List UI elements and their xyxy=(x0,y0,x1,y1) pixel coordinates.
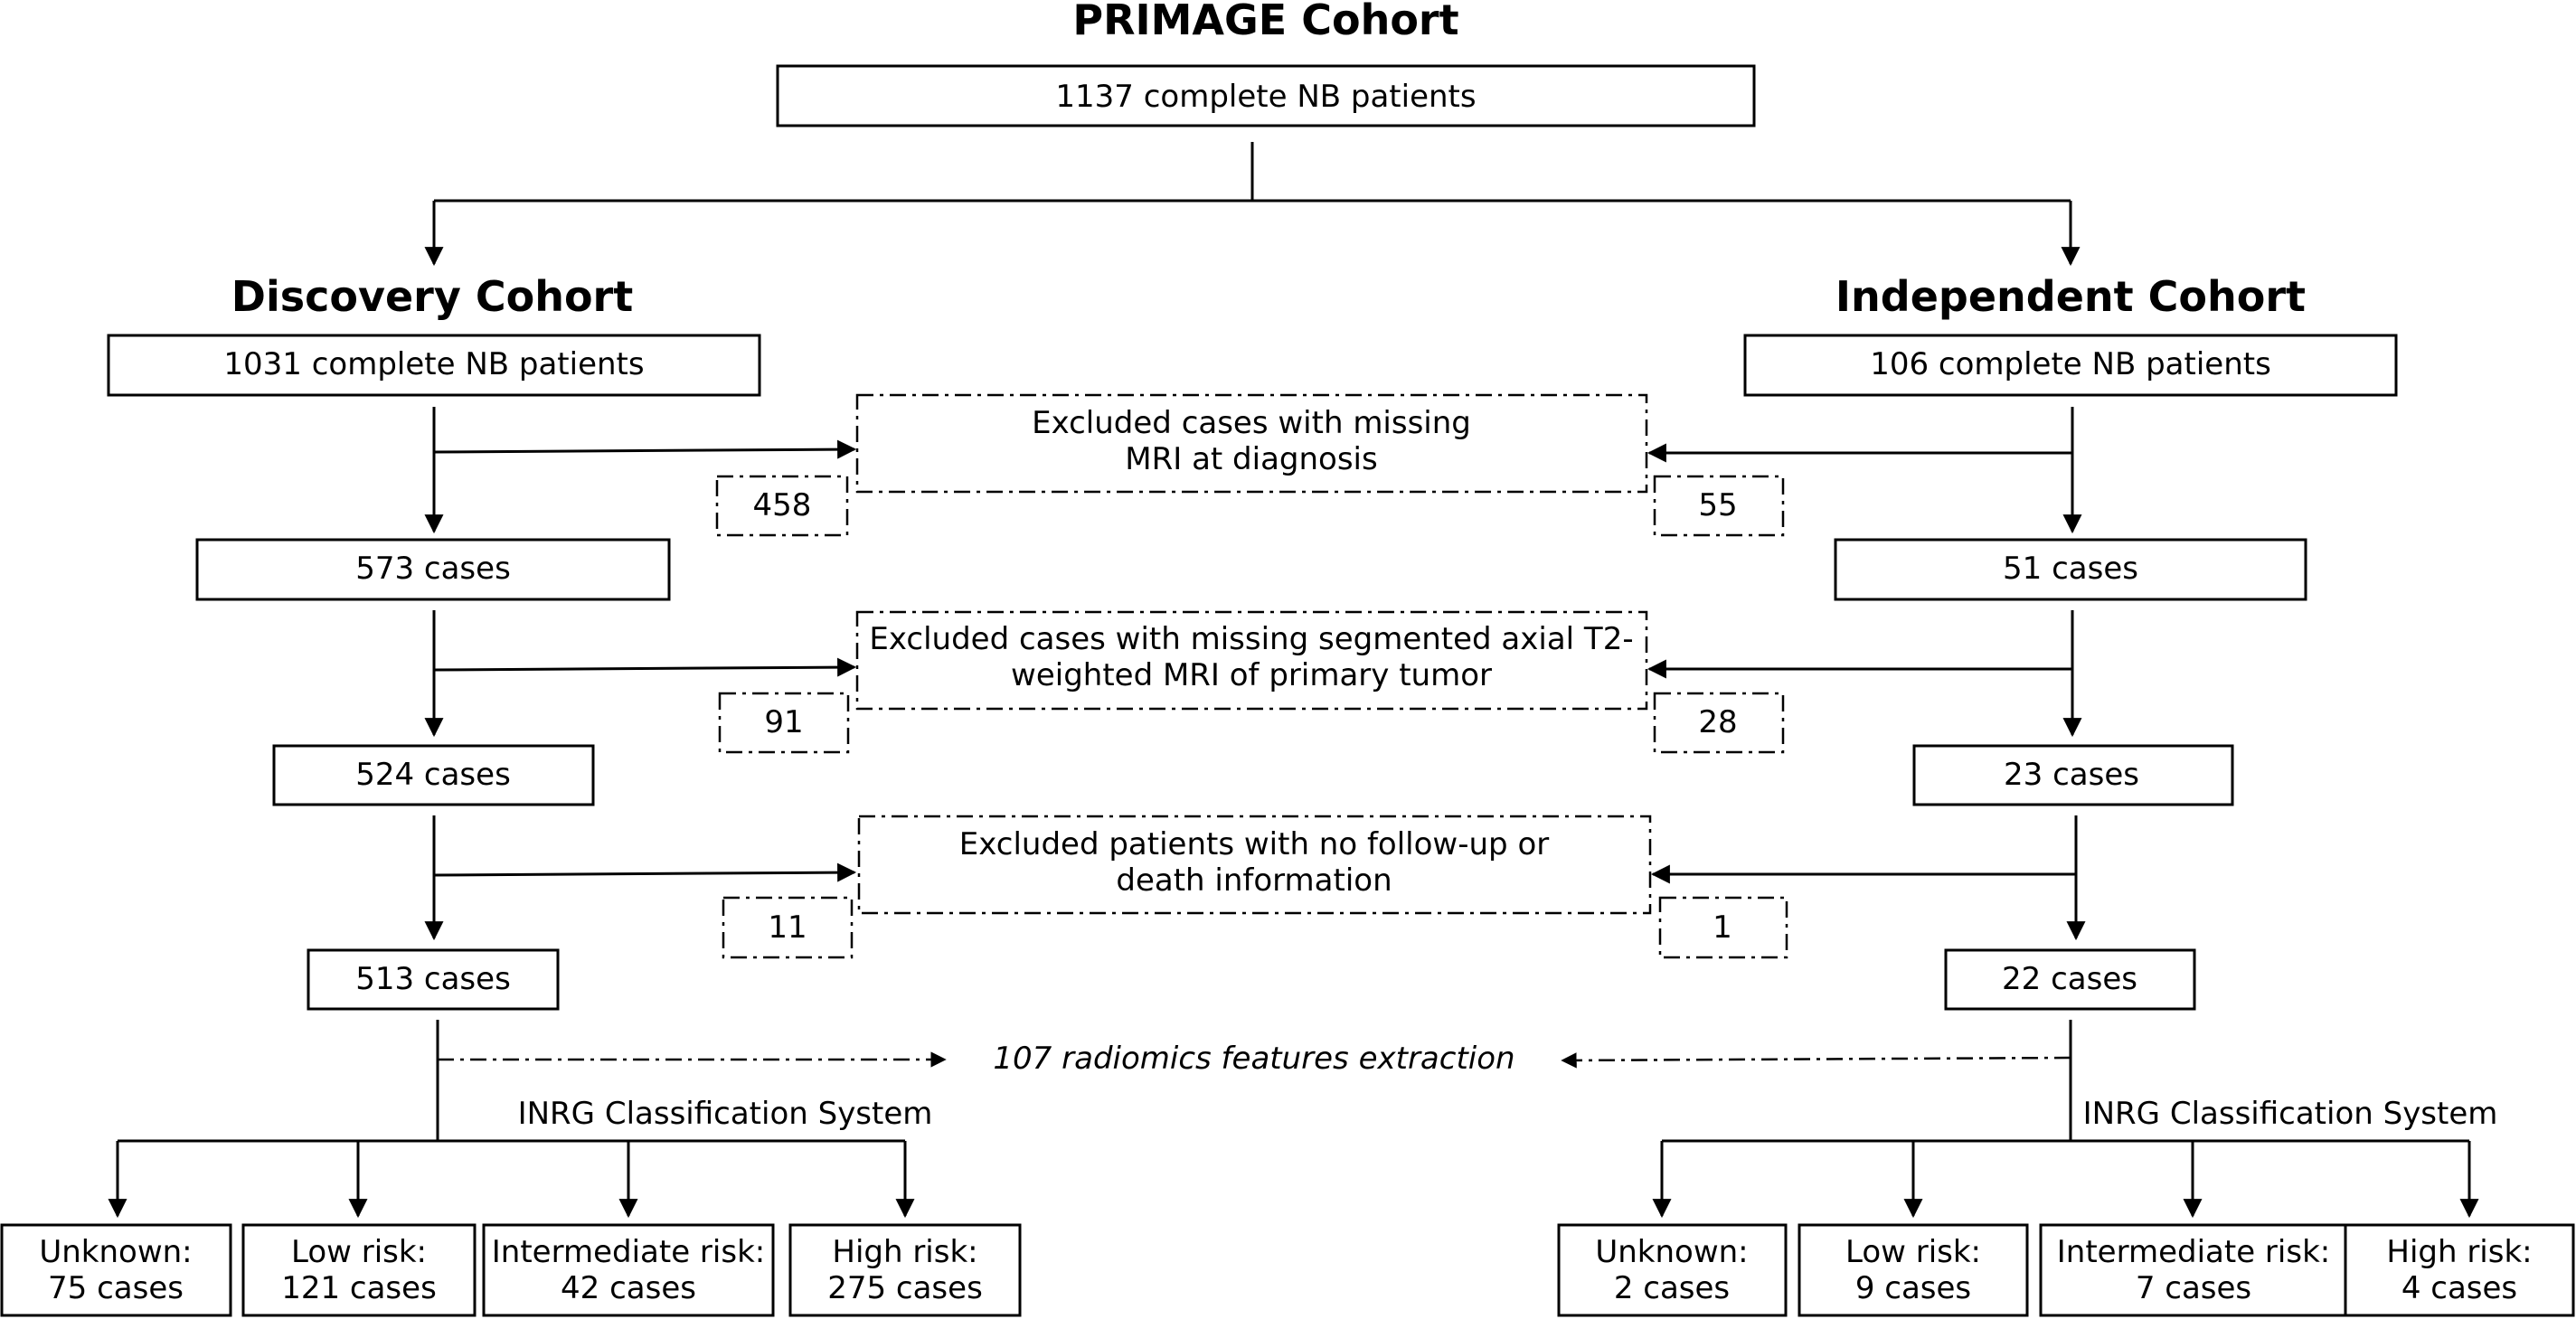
discovery-group-high xyxy=(788,1223,1022,1317)
independent-excluded-count-2 xyxy=(1653,692,1785,754)
exclusion-1-line2: MRI at diagnosis xyxy=(1125,441,1377,477)
discovery-inrg-label: INRG Classification System xyxy=(518,1096,933,1132)
independent-start-label: 106 complete NB patients xyxy=(1870,346,2271,382)
discovery-cohort-title: Discovery Cohort xyxy=(231,272,633,321)
independent-excluded-2-label: 28 xyxy=(1698,704,1737,740)
independent-group-high-line2: 4 cases xyxy=(2401,1270,2517,1306)
exclusion-box-3 xyxy=(857,815,1652,915)
diagram-title: PRIMAGE Cohort xyxy=(1072,0,1458,44)
independent-group-unknown xyxy=(1557,1223,1788,1317)
discovery-group-intermediate xyxy=(482,1223,775,1317)
independent-group-intermediate-line2: 7 cases xyxy=(2136,1270,2251,1306)
independent-group-intermediate-line1: Intermediate risk: xyxy=(2057,1234,2330,1270)
discovery-step3-label: 513 cases xyxy=(355,961,511,997)
independent-excluded-count-1 xyxy=(1653,475,1785,537)
independent-step1-label: 51 cases xyxy=(2003,551,2138,587)
discovery-step1-label: 573 cases xyxy=(355,551,511,587)
discovery-excluded-count-2 xyxy=(718,692,850,754)
exclusion-3-line2: death information xyxy=(1116,862,1392,899)
discovery-exclusion-arrow-1 xyxy=(433,439,857,459)
discovery-step2-box xyxy=(272,744,595,806)
independent-inrg-label: INRG Classification System xyxy=(2083,1096,2498,1132)
radiomics-label: 107 radiomics features extraction xyxy=(993,1041,1514,1077)
independent-cohort-title: Independent Cohort xyxy=(1835,272,2306,321)
discovery-group-unknown-line2: 75 cases xyxy=(48,1270,184,1306)
discovery-group-high-line1: High risk: xyxy=(832,1234,977,1270)
independent-group-low xyxy=(1798,1223,2029,1317)
discovery-excluded-1-label: 458 xyxy=(753,487,812,523)
independent-step1-box xyxy=(1834,538,2307,601)
discovery-start-label: 1031 complete NB patients xyxy=(223,346,644,382)
independent-group-high-line1: High risk: xyxy=(2386,1234,2532,1270)
independent-start-box xyxy=(1743,334,2398,397)
independent-group-low-line1: Low risk: xyxy=(1845,1234,1981,1270)
discovery-group-intermediate-line2: 42 cases xyxy=(561,1270,696,1306)
discovery-group-unknown xyxy=(0,1223,232,1317)
exclusion-box-2 xyxy=(855,610,1648,711)
independent-radiomics-arrow xyxy=(1561,1052,2071,1069)
discovery-group-high-line2: 275 cases xyxy=(827,1270,983,1306)
exclusion-2-line1: Excluded cases with missing segmented ax… xyxy=(869,621,1633,657)
discovery-group-low-line1: Low risk: xyxy=(291,1234,427,1270)
discovery-group-intermediate-line1: Intermediate risk: xyxy=(492,1234,765,1270)
exclusion-2-line2: weighted MRI of primary tumor xyxy=(1011,657,1492,693)
discovery-step2-label: 524 cases xyxy=(355,757,511,793)
discovery-exclusion-arrow-2 xyxy=(433,657,857,677)
independent-group-unknown-line2: 2 cases xyxy=(1614,1270,1730,1306)
independent-excluded-1-label: 55 xyxy=(1698,487,1737,523)
discovery-group-low xyxy=(241,1223,477,1317)
discovery-group-low-line2: 121 cases xyxy=(281,1270,437,1306)
independent-group-high xyxy=(2344,1223,2575,1317)
independent-step3-label: 22 cases xyxy=(2002,961,2137,997)
independent-group-low-line2: 9 cases xyxy=(1855,1270,1971,1306)
independent-step2-box xyxy=(1912,744,2234,806)
discovery-excluded-count-1 xyxy=(715,475,849,537)
discovery-group-unknown-line1: Unknown: xyxy=(39,1234,192,1270)
independent-excluded-count-3 xyxy=(1658,896,1788,959)
discovery-excluded-2-label: 91 xyxy=(764,704,803,740)
discovery-excluded-3-label: 11 xyxy=(768,909,807,946)
discovery-start-box xyxy=(107,334,761,397)
independent-group-unknown-line1: Unknown: xyxy=(1595,1234,1748,1270)
exclusion-3-line1: Excluded patients with no follow-up or xyxy=(959,826,1549,862)
discovery-exclusion-arrow-3 xyxy=(433,862,857,882)
top-box xyxy=(776,64,1756,127)
discovery-excluded-count-3 xyxy=(722,896,854,959)
exclusion-box-1 xyxy=(855,393,1648,494)
independent-excluded-3-label: 1 xyxy=(1713,909,1732,946)
exclusion-1-line1: Excluded cases with missing xyxy=(1032,405,1471,441)
independent-step2-label: 23 cases xyxy=(2004,757,2139,793)
independent-step3-box xyxy=(1944,948,2196,1011)
discovery-step3-box xyxy=(307,948,560,1011)
discovery-step1-box xyxy=(195,538,671,601)
top-box-label: 1137 complete NB patients xyxy=(1055,79,1476,115)
